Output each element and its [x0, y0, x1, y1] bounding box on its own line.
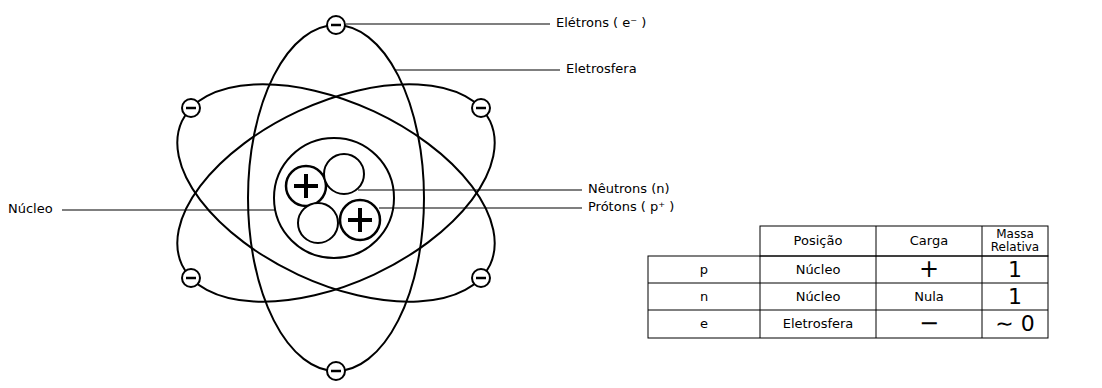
electron [182, 269, 200, 287]
proton [286, 166, 326, 206]
table-cell: Núcleo [760, 283, 876, 310]
table-rule [876, 226, 982, 256]
nucleus [274, 138, 394, 258]
leader-line [379, 207, 582, 208]
part-label: Elétrons ( e⁻ ) [556, 15, 646, 31]
table-cell: Eletrosfera [760, 310, 876, 338]
table-cell: 1 [982, 283, 1048, 310]
table-header: Massa Relativa [982, 226, 1048, 256]
table-cell: Núcleo [760, 256, 876, 283]
neutron [324, 154, 364, 194]
table-cell: p [648, 256, 760, 283]
orbit [248, 25, 424, 371]
plus-sign [348, 208, 372, 232]
leader-line [395, 69, 560, 70]
proton [340, 200, 380, 240]
orbit [144, 40, 528, 347]
leader-line [346, 23, 550, 24]
table-header: Posição [760, 226, 876, 256]
electron [472, 269, 490, 287]
table-body-border [648, 256, 1048, 338]
table-cell: 1 [982, 256, 1048, 283]
part-label: Nêutrons (n) [588, 181, 670, 197]
part-label: Eletrosfera [566, 61, 637, 77]
table-cell: + [876, 256, 982, 283]
leader-line [358, 189, 582, 190]
electron [472, 99, 490, 117]
table-header-border [760, 226, 1048, 256]
leader-lines [62, 24, 582, 210]
electron [182, 99, 200, 117]
electron [327, 362, 345, 380]
neutron [298, 203, 338, 243]
table-cell: ∼ 0 [982, 310, 1048, 338]
electron [327, 16, 345, 34]
table-cell: Nula [876, 283, 982, 310]
table-header: Carga [876, 226, 982, 256]
part-label: Núcleo [8, 201, 53, 217]
table-cell: n [648, 283, 760, 310]
table-cell: − [876, 310, 982, 338]
plus-sign [294, 174, 318, 198]
nucleus-outline [274, 138, 394, 258]
leader-line [62, 209, 276, 210]
orbits [144, 25, 528, 371]
orbit [144, 40, 528, 347]
table-cell: e [648, 310, 760, 338]
table-rule [648, 256, 1048, 338]
table-grid [648, 226, 1048, 338]
part-label: Prótons ( p⁺ ) [588, 199, 674, 215]
